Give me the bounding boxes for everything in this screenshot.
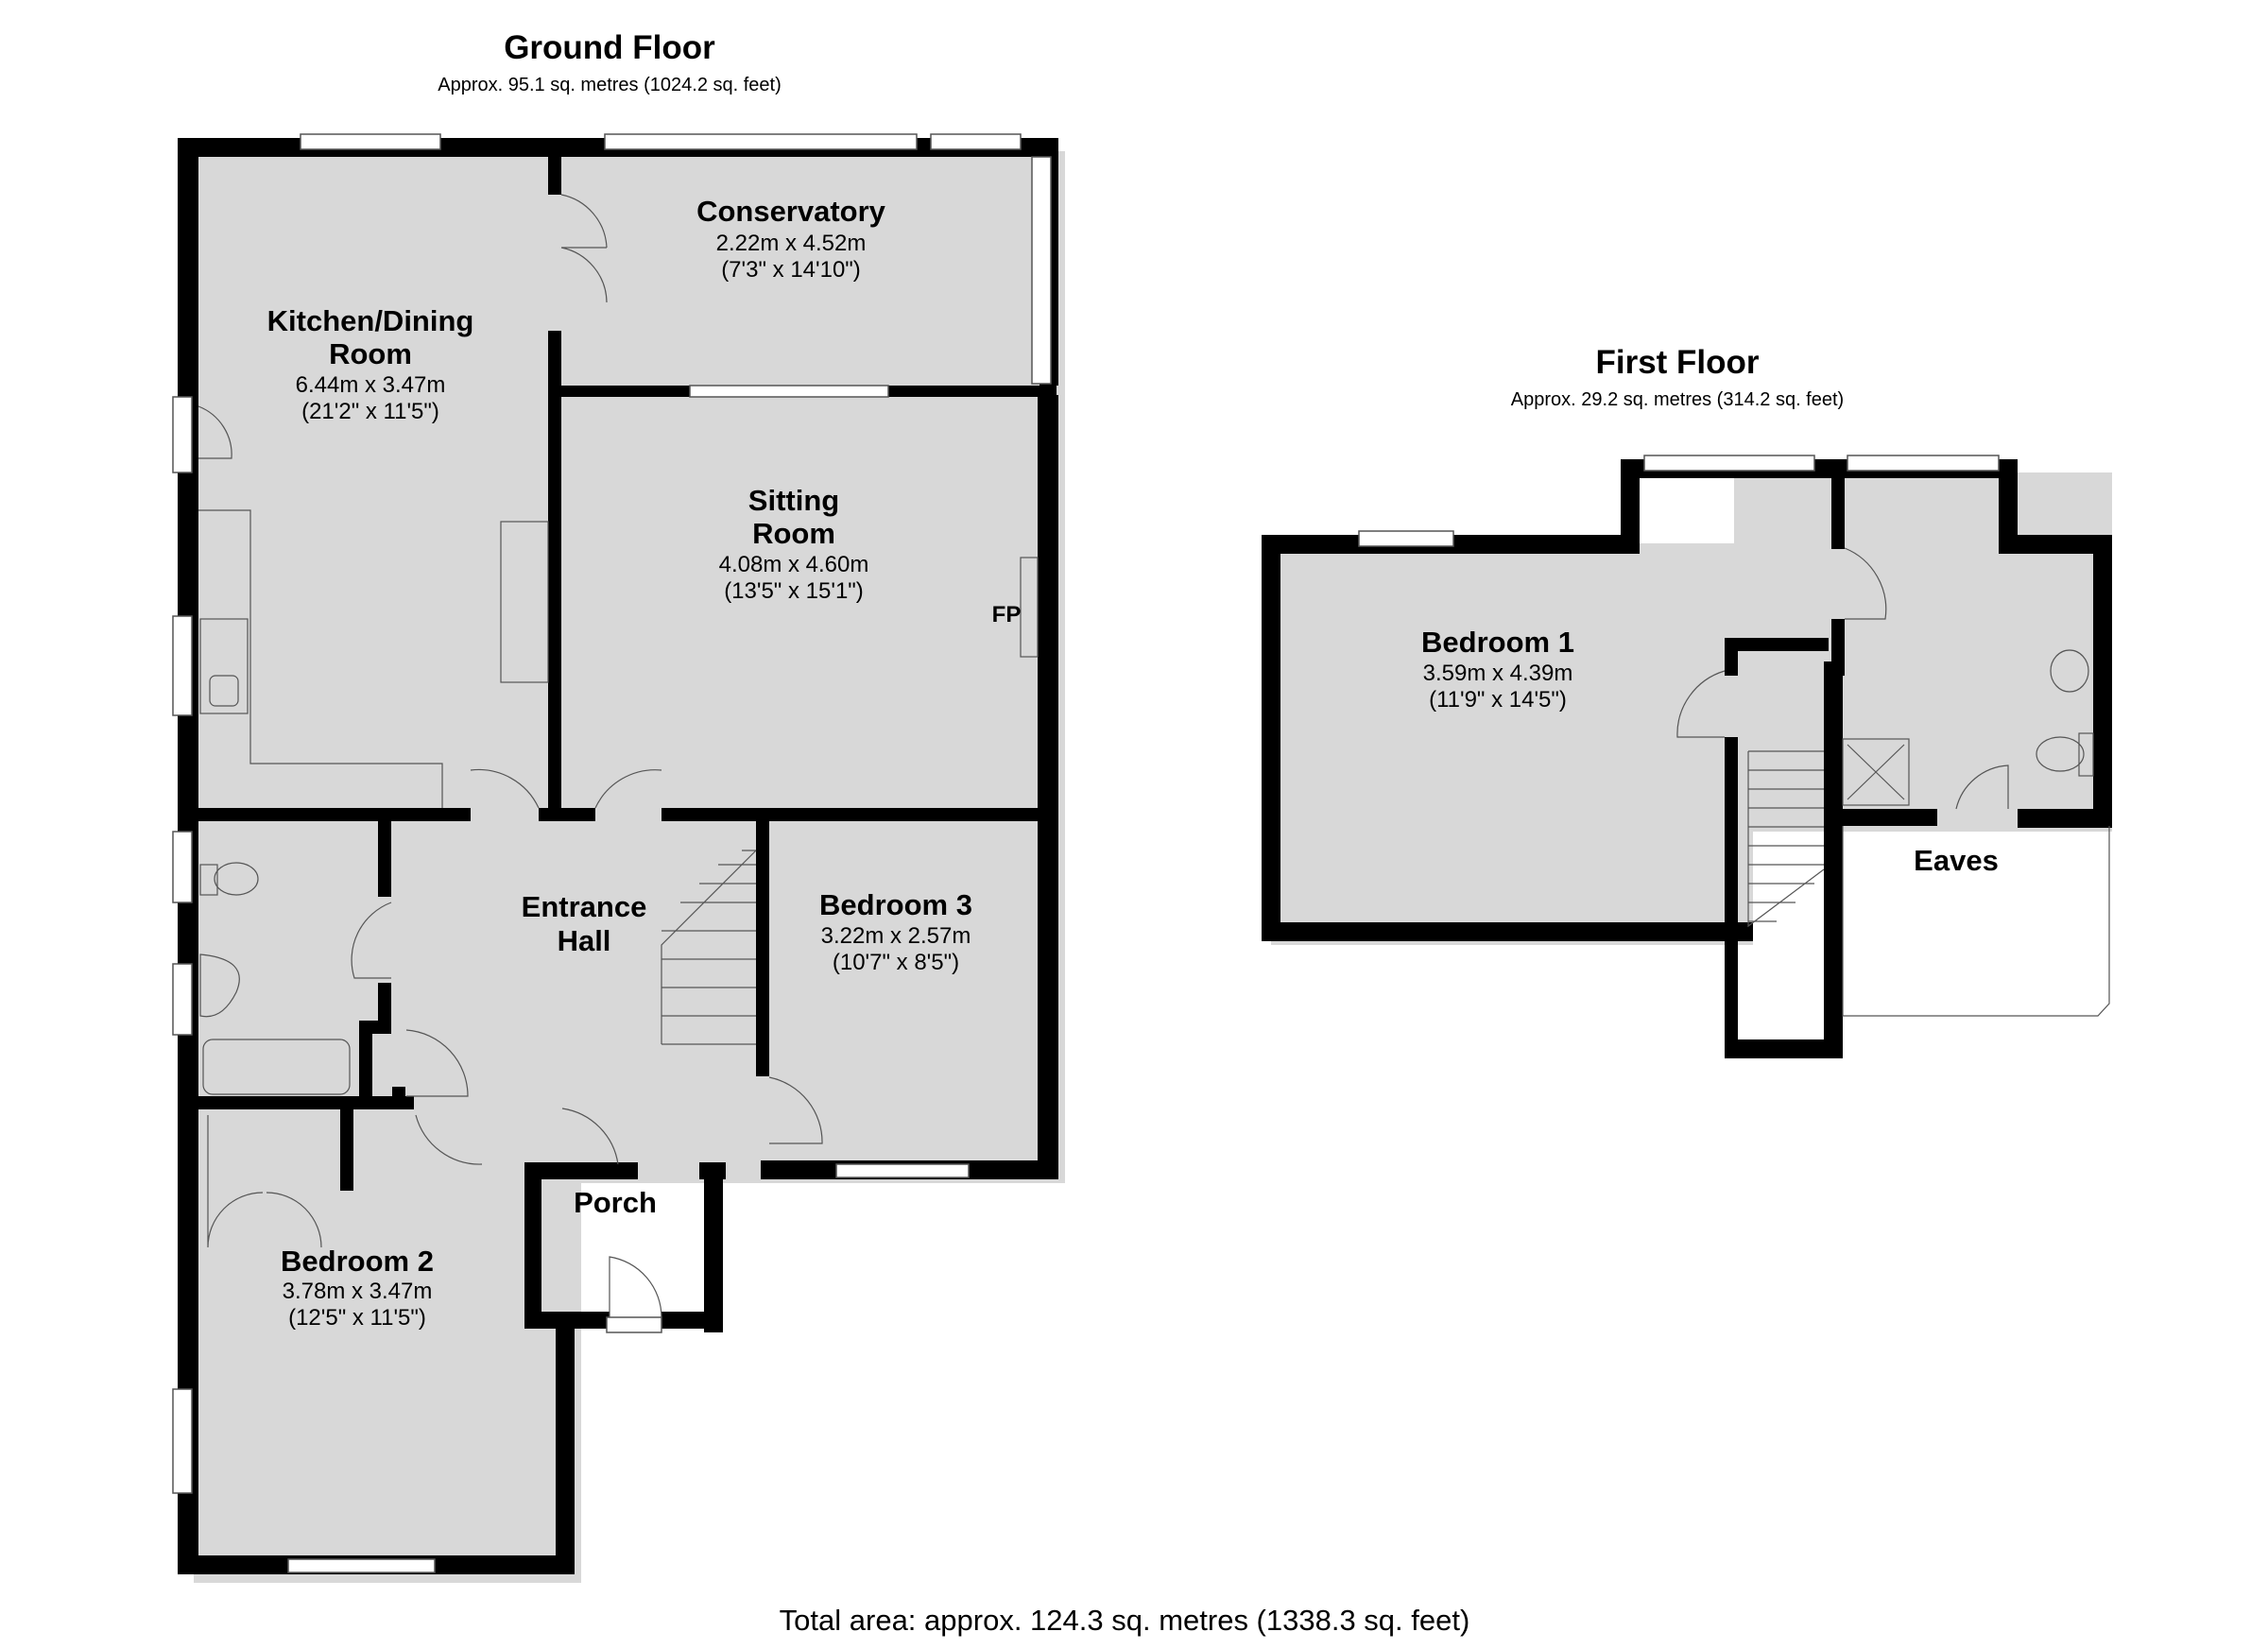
kitchen-island [500,521,549,683]
first-floor-walls [1262,459,2112,1058]
window [172,615,193,716]
kitchen-name-line2: Room [329,337,412,370]
wardrobe-doors [207,1115,322,1248]
kitchen-name-line1: Kitchen/Dining [267,304,474,337]
fireplace [1020,557,1039,658]
first-floor-area: Approx. 29.2 sq. metres (314.2 sq. feet) [1511,389,1844,410]
bathtub [202,1039,351,1095]
window [930,133,1022,150]
ground-floor-shadow [194,151,1065,1583]
bedroom3-imperial: (10'7" x 8'5") [833,950,959,975]
bathroom-door [351,902,392,979]
first-floor-shadow [1271,472,2112,945]
ground-floor-fixtures [198,194,1039,1318]
sitting-room-name-line1: Sitting [748,484,839,517]
bedroom3-name: Bedroom 3 [819,888,972,921]
bathroom-basin [199,953,240,1018]
window [1643,455,1815,472]
window [606,1316,662,1333]
fireplace-label: FP [992,602,1022,627]
toilet [214,862,259,896]
window [172,963,193,1036]
kitchen-door [198,405,232,459]
conservatory-name: Conservatory [696,195,886,228]
bedroom2-imperial: (12'5" x 11'5") [288,1305,426,1331]
ground-floor: Ground Floor Approx. 95.1 sq. metres (10… [172,29,1065,1583]
toilet-cistern [2078,732,2094,777]
sitting-room-metric: 4.08m x 4.60m [719,552,869,577]
kitchen-hall-door [470,768,540,809]
sitting-room-imperial: (13'5" x 15'1") [724,578,864,604]
window [1847,455,2000,472]
ground-floor-walls [178,138,1058,1574]
toilet [2036,736,2085,772]
window [1031,156,1052,385]
entrance-hall-name-line1: Entrance [522,890,647,923]
window [172,396,193,473]
cupboard-door [405,1029,469,1097]
window [604,133,918,150]
first-floor-fixtures [1676,547,2110,1017]
window [689,385,889,398]
toilet-cistern [199,864,218,896]
bedroom1-door [1676,670,1726,738]
sitting-room-door [594,769,662,809]
bedroom2-name: Bedroom 2 [281,1245,434,1278]
ground-floor-area: Approx. 95.1 sq. metres (1024.2 sq. feet… [438,75,782,95]
ground-floor-title: Ground Floor [504,29,715,66]
kitchen-metric: 6.44m x 3.47m [296,372,446,398]
kitchen-imperial: (21'2" x 11'5") [301,399,439,424]
bedroom2-metric: 3.78m x 3.47m [283,1279,433,1304]
porch-name: Porch [574,1186,657,1219]
porch-hall-door [561,1108,619,1165]
eaves-door [1955,764,2009,810]
first-floor: First Floor Approx. 29.2 sq. metres (314… [1262,344,2112,1058]
ground-floor-stairs [661,850,757,1045]
bedroom3-metric: 3.22m x 2.57m [821,923,971,949]
bathroom-basin [2050,649,2089,693]
bedroom2-door [415,1114,483,1165]
first-floor-stairs [1747,750,1825,928]
conservatory-door [560,194,608,303]
first-floor-title: First Floor [1595,344,1759,381]
window [835,1163,970,1178]
kitchen-worktop [198,509,443,808]
bedroom3-door [768,1076,823,1144]
front-door [609,1256,662,1318]
window [1358,530,1454,547]
bedroom1-imperial: (11'9" x 14'5") [1429,687,1567,713]
bedroom1-metric: 3.59m x 4.39m [1423,661,1573,686]
bedroom1-name: Bedroom 1 [1421,626,1574,659]
window [300,133,441,150]
eaves-name: Eaves [1914,844,1999,877]
conservatory-metric: 2.22m x 4.52m [716,231,867,256]
ground-floor-windows [172,133,1052,1573]
entrance-hall-name-line2: Hall [558,924,611,957]
window [172,1388,193,1494]
sitting-room-name-line2: Room [752,517,835,550]
first-floor-windows [1358,455,2000,547]
bathroom-door [1844,547,1887,620]
window [172,831,193,903]
kitchen-sink-bowl [209,675,239,707]
conservatory-imperial: (7'3" x 14'10") [721,257,861,283]
window [287,1558,436,1573]
eaves-outline [1842,826,2110,1017]
total-area: Total area: approx. 124.3 sq. metres (13… [780,1604,1470,1637]
shower [1842,738,1910,806]
kitchen-sink [199,618,249,714]
